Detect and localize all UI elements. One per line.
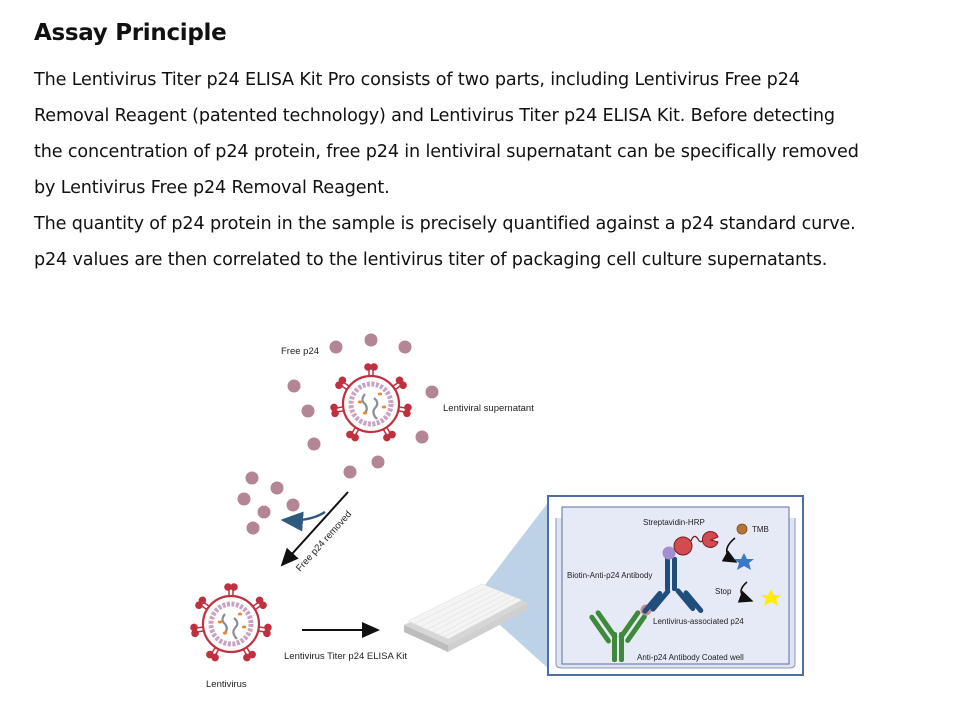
free-p24-dot — [270, 481, 284, 495]
removal-arrow-icon — [280, 491, 349, 567]
coated-well-label: Anti-p24 Antibody Coated well — [637, 653, 744, 662]
free-p24-dot — [245, 471, 259, 485]
free-p24-label: Free p24 — [281, 346, 319, 357]
free-p24-dot — [237, 492, 251, 506]
free-p24-dot — [398, 340, 412, 354]
free-p24-dot — [307, 437, 321, 451]
free-p24-dot — [329, 340, 343, 354]
elisa-kit-label: Lentivirus Titer p24 ELISA Kit — [284, 651, 407, 662]
paragraph-line: the concentration of p24 protein, free p… — [34, 142, 859, 162]
blue-product-star-icon — [734, 553, 754, 570]
lentivirus-particle-icon — [190, 584, 272, 662]
tmb-icon — [736, 523, 748, 535]
free-p24-dot — [425, 385, 439, 399]
lentivirus-particle-icon — [330, 364, 412, 442]
streptavidin-hrp-label: Streptavidin-HRP — [643, 518, 705, 527]
lentiviral-supernatant-label: Lentiviral supernatant — [443, 403, 534, 414]
free-p24-dots — [237, 333, 439, 535]
stop-label: Stop — [715, 587, 732, 596]
free-p24-dot — [343, 465, 357, 479]
free-p24-dot — [364, 333, 378, 347]
reaction-arrow-icon — [737, 581, 754, 603]
free-p24-dot — [415, 430, 429, 444]
reaction-arrow-icon — [721, 537, 738, 563]
free-p24-dot — [257, 505, 271, 519]
elisa-plate-icon — [404, 583, 528, 652]
streptavidin-hrp-icon — [673, 531, 719, 556]
biotin-icon — [662, 546, 676, 560]
free-p24-dot — [371, 455, 385, 469]
biotin-antibody-label: Biotin-Anti-p24 Antibody — [567, 571, 652, 580]
yellow-product-star-icon — [761, 589, 781, 606]
paragraph-line: Removal Reagent (patented technology) an… — [34, 106, 835, 126]
paragraph-line: by Lentivirus Free p24 Removal Reagent. — [34, 178, 390, 198]
assay-description: The Lentivirus Titer p24 ELISA Kit Pro c… — [34, 62, 934, 278]
detection-antibody-icon — [642, 557, 704, 614]
free-p24-dot — [301, 404, 315, 418]
lentivirus-p24-label: Lentivirus-associated p24 — [653, 617, 744, 626]
tmb-label: TMB — [752, 525, 769, 534]
paragraph-line: p24 values are then correlated to the le… — [34, 250, 828, 270]
lentivirus-label: Lentivirus — [206, 679, 247, 690]
page-title: Assay Principle — [34, 20, 227, 46]
paragraph-line: The quantity of p24 protein in the sampl… — [34, 214, 856, 234]
free-p24-dot — [286, 498, 300, 512]
paragraph-line: The Lentivirus Titer p24 ELISA Kit Pro c… — [34, 70, 800, 90]
zoom-callout — [485, 500, 550, 670]
capture-antibody-icon — [589, 610, 647, 662]
free-p24-dot — [246, 521, 260, 535]
free-p24-dot — [287, 379, 301, 393]
curved-arrow-icon — [280, 510, 326, 532]
